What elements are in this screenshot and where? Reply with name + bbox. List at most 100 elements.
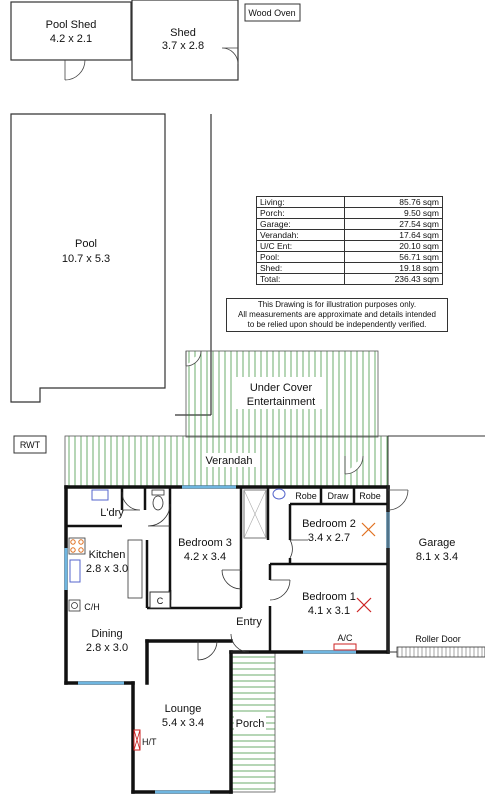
dining-size: 2.8 x 3.0	[86, 642, 128, 654]
laundry-door	[121, 491, 141, 511]
verandah-label-bg	[202, 453, 256, 467]
garage: Roller Door Garage 8.1 x 3.4	[387, 435, 485, 658]
area-label: Shed:	[256, 262, 345, 274]
laundry-tub	[91, 489, 109, 501]
ac-label: A/C	[337, 633, 353, 643]
wood-oven-label: Wood Oven	[248, 8, 295, 18]
area-label: Verandah:	[256, 229, 345, 241]
pool-shed-door-swing	[64, 59, 86, 81]
roller-door	[396, 646, 485, 658]
area-value: 85.76 sqm	[343, 196, 444, 208]
area-value: 27.54 sqm	[343, 218, 444, 230]
pool-shed-size: 4.2 x 2.1	[50, 33, 92, 45]
area-row: Living:85.76 sqm	[256, 196, 444, 208]
kitchen-bench	[127, 539, 143, 599]
disclaimer-line: This Drawing is for illustration purpose…	[257, 300, 417, 309]
draw-label: Draw	[327, 491, 349, 501]
kitchen-label: Kitchen	[89, 549, 126, 561]
area-label: Garage:	[256, 218, 345, 230]
cupboard-label: C	[157, 596, 164, 606]
stove	[68, 537, 86, 555]
rwt-box	[13, 435, 47, 454]
area-value: 17.64 sqm	[343, 229, 444, 241]
roller-door-label: Roller Door	[415, 634, 461, 644]
rwt-label: RWT	[20, 440, 41, 450]
shed: Shed 3.7 x 2.8	[131, 0, 239, 81]
area-value: 56.71 sqm	[343, 251, 444, 263]
shed-size: 3.7 x 2.8	[162, 40, 204, 52]
uc-label-line1: Under Cover	[250, 382, 313, 394]
under-cover-entertainment: Under Cover Entertainment	[185, 350, 379, 438]
bath-door	[147, 503, 171, 527]
bedroom1-size: 4.1 x 3.1	[308, 605, 350, 617]
uc-label-bg	[236, 377, 326, 409]
bed2-door	[289, 539, 308, 559]
area-row: U/C Ent:20.10 sqm	[256, 240, 444, 252]
porch-label: Porch	[236, 718, 265, 730]
bedroom3-size: 4.2 x 3.4	[184, 551, 226, 563]
bed2-light-icon	[361, 522, 376, 537]
uc-label-line2: Entertainment	[247, 396, 315, 408]
area-row: Pool:56.71 sqm	[256, 251, 444, 263]
verandah-label: Verandah	[205, 455, 252, 467]
area-label: Pool:	[256, 251, 345, 263]
bedroom3-label: Bedroom 3	[178, 537, 232, 549]
kitchen-size: 2.8 x 3.0	[86, 563, 128, 575]
laundry-label: L'dry	[100, 507, 124, 519]
pool-name: Pool	[75, 238, 97, 250]
toilet-cistern	[151, 489, 165, 496]
cupboard-box	[149, 591, 171, 609]
robe-b-label: Robe	[359, 491, 381, 501]
area-value: 20.10 sqm	[343, 240, 444, 252]
robe-a-label: Robe	[295, 491, 317, 501]
bedroom2-size: 3.4 x 2.7	[308, 532, 350, 544]
ch-label: C/H	[84, 602, 100, 612]
garage-swing-arc	[387, 489, 409, 511]
area-label: Total:	[256, 273, 345, 285]
area-value: 9.50 sqm	[343, 207, 444, 219]
dining-label: Dining	[91, 628, 122, 640]
area-row: Verandah:17.64 sqm	[256, 229, 444, 241]
area-value: 236.43 sqm	[343, 273, 444, 285]
bedroom2-label: Bedroom 2	[302, 518, 356, 530]
ch-unit	[68, 599, 81, 612]
uc-gate-swing	[185, 350, 202, 367]
shed-outline	[131, 0, 239, 81]
lounge-door	[197, 640, 218, 661]
disclaimer-line: to be relied upon should be independentl…	[247, 320, 427, 329]
bed3-door	[221, 569, 242, 590]
entry-label: Entry	[236, 616, 262, 628]
door-swings	[121, 491, 308, 661]
area-row: Shed:19.18 sqm	[256, 262, 444, 274]
area-row: Garage:27.54 sqm	[256, 218, 444, 230]
ht-label: H/T	[142, 737, 157, 747]
fixtures	[68, 488, 376, 751]
front-door	[230, 633, 250, 653]
wood-oven: Wood Oven	[244, 3, 301, 22]
lounge-size: 5.4 x 3.4	[162, 717, 204, 729]
area-row: Total:236.43 sqm	[256, 273, 444, 285]
pool-shed: Pool Shed 4.2 x 2.1	[10, 1, 132, 81]
lounge-label: Lounge	[165, 703, 202, 715]
pool-shed-outline	[10, 1, 132, 61]
verandah: Verandah	[64, 435, 389, 487]
area-value: 19.18 sqm	[343, 262, 444, 274]
toilet-bowl	[152, 495, 164, 511]
wood-oven-box	[244, 3, 301, 22]
room-labels: L'dry Kitchen 2.8 x 3.0 C/H Dining 2.8 x…	[84, 491, 381, 747]
rwt-tag: RWT	[13, 435, 47, 454]
porch-label-bg	[234, 716, 266, 730]
disclaimer-line: All measurements are approximate and det…	[238, 310, 436, 319]
pool-outline	[10, 113, 166, 403]
bedroom1-label: Bedroom 1	[302, 591, 356, 603]
porch: Porch	[230, 651, 276, 793]
garage-name: Garage	[419, 537, 456, 549]
area-label: Porch:	[256, 207, 345, 219]
garage-size: 8.1 x 3.4	[416, 551, 458, 563]
area-row: Porch:9.50 sqm	[256, 207, 444, 219]
area-label: Living:	[256, 196, 345, 208]
garage-outline	[387, 435, 485, 653]
verandah-door-swing	[344, 455, 364, 475]
